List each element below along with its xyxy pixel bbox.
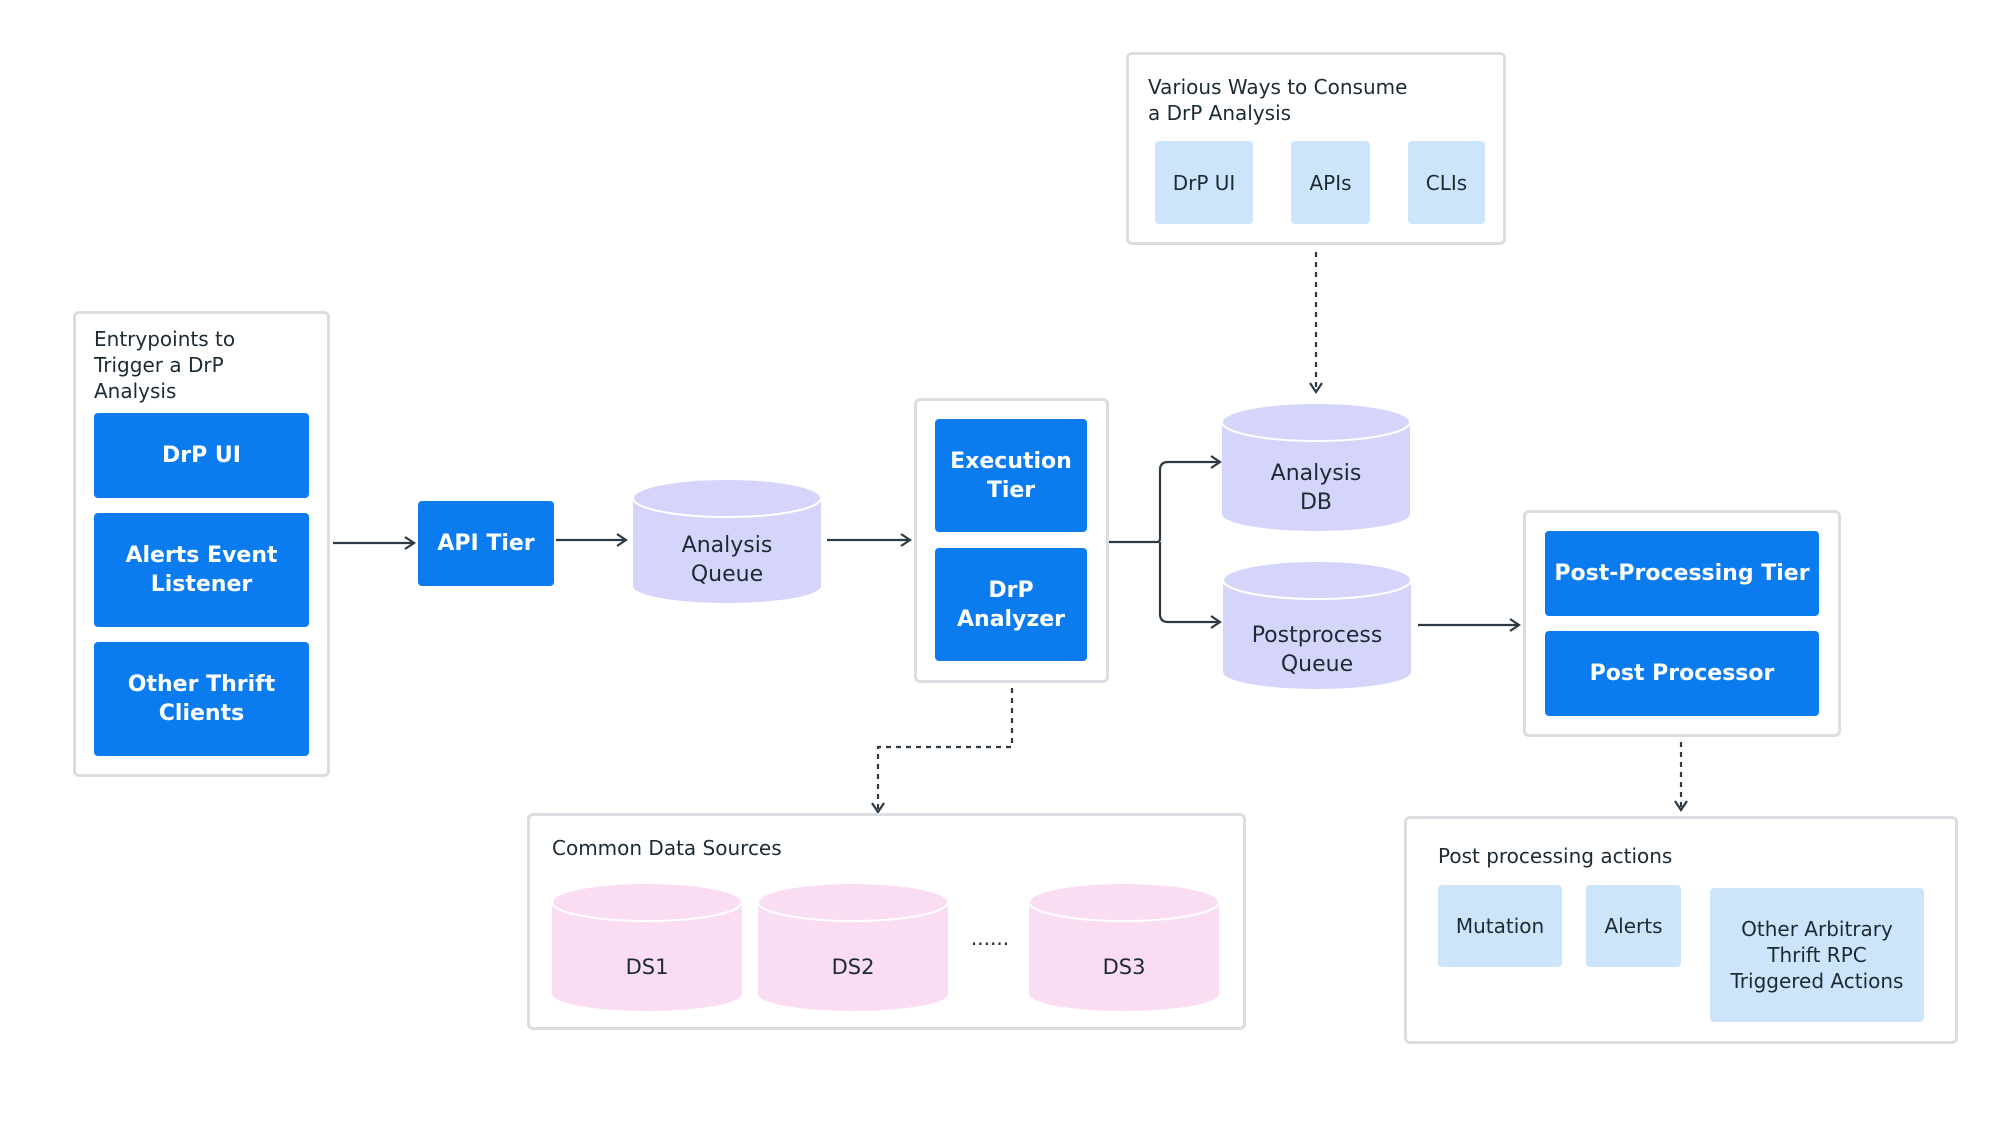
postprocess-queue-cylinder xyxy=(1222,560,1412,689)
analysis-db-label: Analysis DB xyxy=(1270,461,1362,515)
action-alerts-item[interactable]: Alerts xyxy=(1586,885,1681,967)
arrow-execution-to-db xyxy=(1108,455,1222,544)
consume-apis-item[interactable]: APIs xyxy=(1291,141,1370,224)
consume-title: Various Ways to Consume a DrP Analysis xyxy=(1148,75,1408,125)
execution-tier-box[interactable]: Execution Tier xyxy=(935,419,1087,532)
ds3-label: DS3 xyxy=(1102,955,1146,979)
consume-clis-item[interactable]: CLIs xyxy=(1408,141,1485,224)
analysis-queue-cylinder xyxy=(632,478,822,603)
entrypoint-other-thrift-clients-button[interactable]: Other Thrift Clients xyxy=(94,642,309,756)
post-actions-title: Post processing actions xyxy=(1438,844,1673,868)
entrypoints-title: Entrypoints to Trigger a DrP Analysis xyxy=(94,327,236,403)
action-mutation-item[interactable]: Mutation xyxy=(1438,885,1562,967)
dashed-arrow-execution-to-data-sources xyxy=(871,688,1014,814)
arrow-execution-to-postprocess xyxy=(1158,542,1222,629)
entrypoint-alerts-event-listener-button[interactable]: Alerts Event Listener xyxy=(94,513,309,627)
ds2-label: DS2 xyxy=(831,955,875,979)
ds1-label: DS1 xyxy=(625,955,669,979)
post-processing-tier-box[interactable]: Post-Processing Tier xyxy=(1545,531,1819,616)
post-processor-box[interactable]: Post Processor xyxy=(1545,631,1819,716)
analysis-db-cylinder xyxy=(1221,402,1411,531)
entrypoint-drp-ui-button[interactable]: DrP UI xyxy=(94,413,309,498)
analysis-queue-label: Analysis Queue xyxy=(681,533,773,587)
data-sources-title: Common Data Sources xyxy=(552,836,782,860)
drp-analyzer-box[interactable]: DrP Analyzer xyxy=(935,548,1087,661)
data-sources-ellipsis: ...... xyxy=(970,926,1010,950)
action-other-arbitrary-item[interactable]: Other Arbitrary Thrift RPC Triggered Act… xyxy=(1710,888,1924,1022)
api-tier-box[interactable]: API Tier xyxy=(418,501,554,586)
postprocess-queue-label: Postprocess Queue xyxy=(1251,623,1383,677)
consume-drp-ui-item[interactable]: DrP UI xyxy=(1155,141,1253,224)
